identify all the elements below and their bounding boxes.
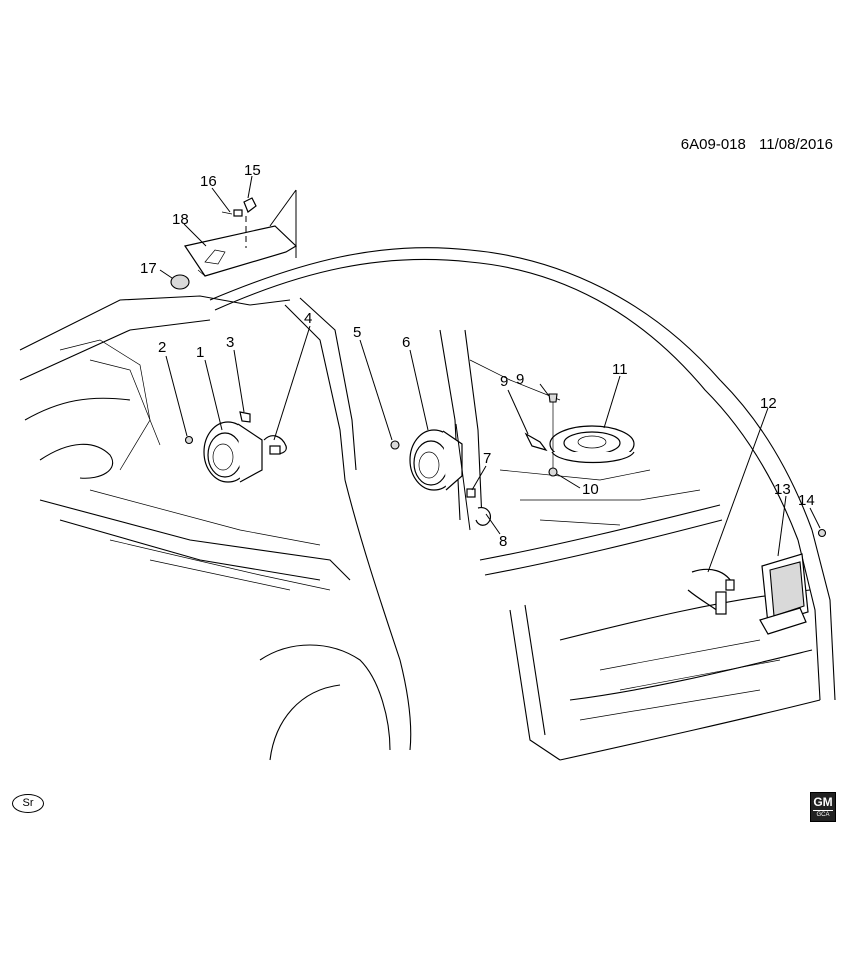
pillar-trim-panel [184, 225, 297, 277]
callout-7: 7 [483, 450, 491, 467]
callout-2: 2 [158, 339, 166, 356]
sr-badge: Sr [12, 794, 44, 813]
callout-15: 15 [244, 162, 261, 179]
callout-12: 11 [612, 361, 628, 378]
tweeter-17 [170, 274, 190, 290]
amplifier-module [759, 553, 809, 635]
rear-door-speaker [409, 429, 463, 491]
connector-16 [221, 209, 243, 217]
clip-15 [243, 197, 257, 213]
alignment-lines [245, 189, 471, 531]
callout-16: 16 [200, 173, 217, 190]
callout-labels: 1 2 3 4 5 6 7 8 9 9 10 11 12 13 14 15 16… [140, 162, 815, 550]
gm-logo-subtext: GCA [816, 812, 830, 818]
diagram-header: 6A09-018 11/08/2016 [681, 136, 833, 153]
leader-lines [159, 175, 821, 573]
callout-6: 6 [402, 334, 410, 351]
callout-3: 3 [226, 334, 234, 351]
callout-5: 5 [353, 324, 361, 341]
nut-14 [817, 528, 827, 538]
gm-logo: GM GCA [810, 792, 836, 822]
diagram-id: 6A09-018 [680, 136, 746, 153]
callout-11: 10 [582, 481, 599, 498]
callout-9-lower: 12 [760, 395, 777, 412]
callout-13: 13 [774, 481, 791, 498]
callout-10: 9 [516, 371, 524, 388]
clip-7 [466, 488, 476, 498]
screw-5 [390, 440, 400, 450]
callout-4: 4 [304, 310, 312, 327]
gm-logo-text: GM [813, 795, 833, 811]
callout-9-upper: 9 [500, 373, 508, 390]
vehicle-body-outline [19, 247, 836, 761]
diagram-date: 11/08/2016 [759, 136, 833, 153]
amplifier-harness-9 [687, 568, 735, 615]
wire-harness-4 [263, 435, 287, 455]
bracket-9 [524, 432, 548, 452]
callout-17: 17 [140, 260, 157, 277]
callout-14: 14 [798, 492, 815, 509]
callout-8: 8 [499, 533, 507, 550]
nut-11 [548, 467, 558, 477]
callout-1: 1 [196, 344, 204, 361]
screw-2 [184, 435, 194, 445]
callout-18: 18 [172, 211, 189, 228]
package-shelf-speaker [549, 425, 635, 464]
speaker-bracket-3 [239, 411, 251, 423]
screw-10 [548, 393, 558, 470]
front-door-speaker [203, 421, 263, 483]
